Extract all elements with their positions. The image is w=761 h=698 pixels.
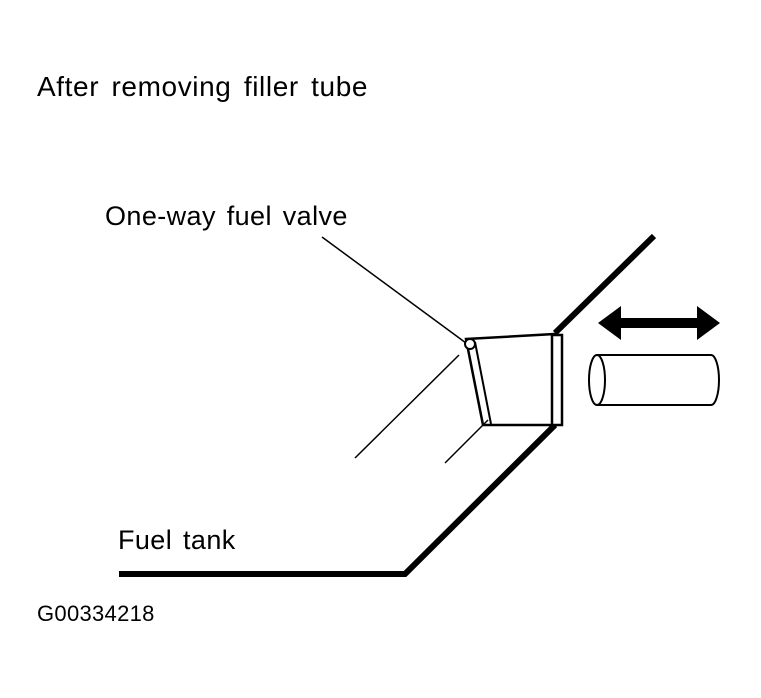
fuel-tank-label: Fuel tank bbox=[118, 525, 236, 555]
double-headed-arrow-icon bbox=[598, 306, 720, 340]
fuel-tank-wall bbox=[119, 422, 558, 577]
filler-neck-upper-wall bbox=[552, 233, 657, 336]
fuel-tank-outline bbox=[119, 233, 657, 577]
diagram-title: After removing filler tube bbox=[37, 71, 369, 102]
filler-tube-end bbox=[588, 354, 606, 406]
one-way-fuel-valve-label: One-way fuel valve bbox=[105, 201, 348, 231]
filler-tube bbox=[588, 354, 720, 406]
valve-leader-line bbox=[321, 236, 467, 344]
one-way-fuel-valve bbox=[464, 332, 564, 427]
valve-flap-line bbox=[474, 341, 492, 425]
valve-body bbox=[464, 332, 557, 427]
valve-hinge-icon bbox=[464, 338, 476, 350]
figure-id: G00334218 bbox=[37, 601, 155, 626]
tank-interior-line bbox=[354, 354, 460, 459]
filler-tube-body bbox=[597, 354, 720, 406]
tank-interior-line bbox=[444, 419, 489, 464]
valve-flange bbox=[550, 333, 564, 427]
